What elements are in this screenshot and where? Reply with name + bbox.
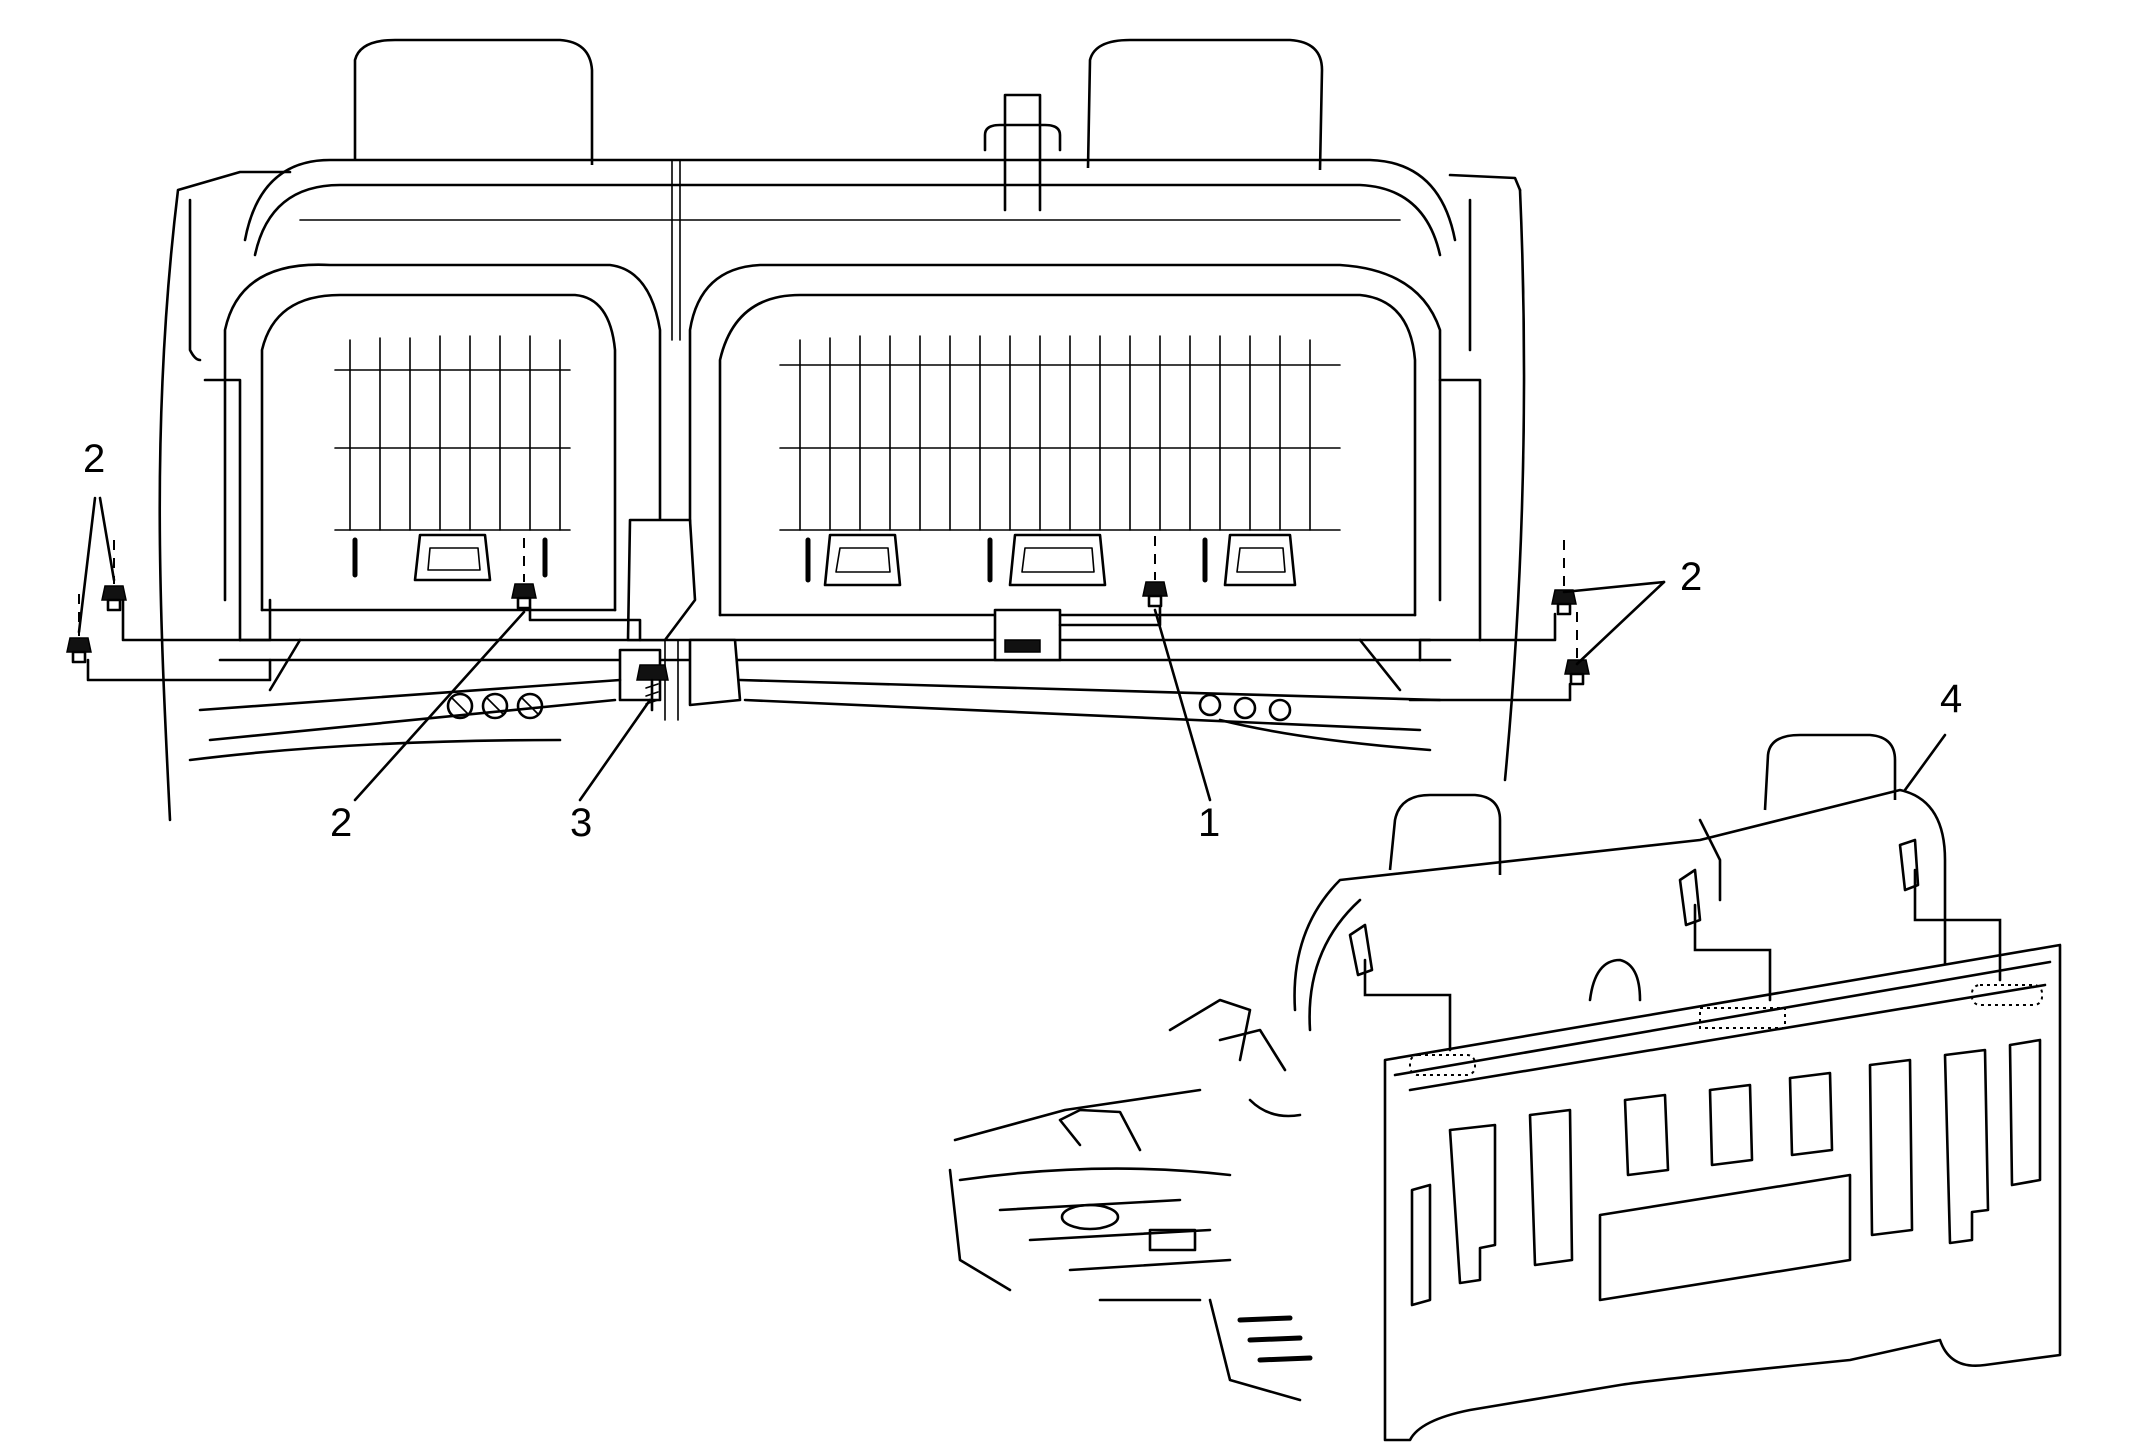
left-headrest xyxy=(353,38,594,165)
callout-2-middle: 2 xyxy=(330,801,352,845)
fastener-nut-left-lower xyxy=(66,594,92,664)
fastener-nut-right-lower xyxy=(1564,612,1590,686)
fastener-nut-right-upper xyxy=(1551,540,1577,616)
center-hinge-bracket xyxy=(626,518,697,642)
fastener-nut-center-right xyxy=(1142,536,1168,608)
seat-back-panel-view xyxy=(948,733,2062,1442)
callout-2-left: 2 xyxy=(83,437,105,481)
floor-hardware-left xyxy=(446,692,544,720)
callout-4: 4 xyxy=(1940,677,1962,721)
callout-3: 3 xyxy=(570,801,592,845)
fastener-bolt-center xyxy=(636,664,669,712)
callout-labels: 2 2 3 1 2 4 xyxy=(83,437,1962,845)
callout-2-right: 2 xyxy=(1680,555,1702,599)
callout-1: 1 xyxy=(1198,801,1220,845)
right-headrest xyxy=(1086,38,1324,171)
rear-seat-assembly xyxy=(66,38,1590,822)
callout-leaders xyxy=(77,496,1947,802)
right-seat-frame-grid xyxy=(779,335,1341,587)
floor-hardware-right xyxy=(1198,693,1292,722)
panel-right-headrest xyxy=(1763,733,1897,811)
rear-panel xyxy=(1383,943,2062,1442)
fastener-nut-center-left xyxy=(511,538,537,610)
rear-panel-slots xyxy=(1410,1038,2042,1307)
left-seat-frame-grid xyxy=(334,335,571,582)
panel-left-headrest xyxy=(1388,793,1502,875)
